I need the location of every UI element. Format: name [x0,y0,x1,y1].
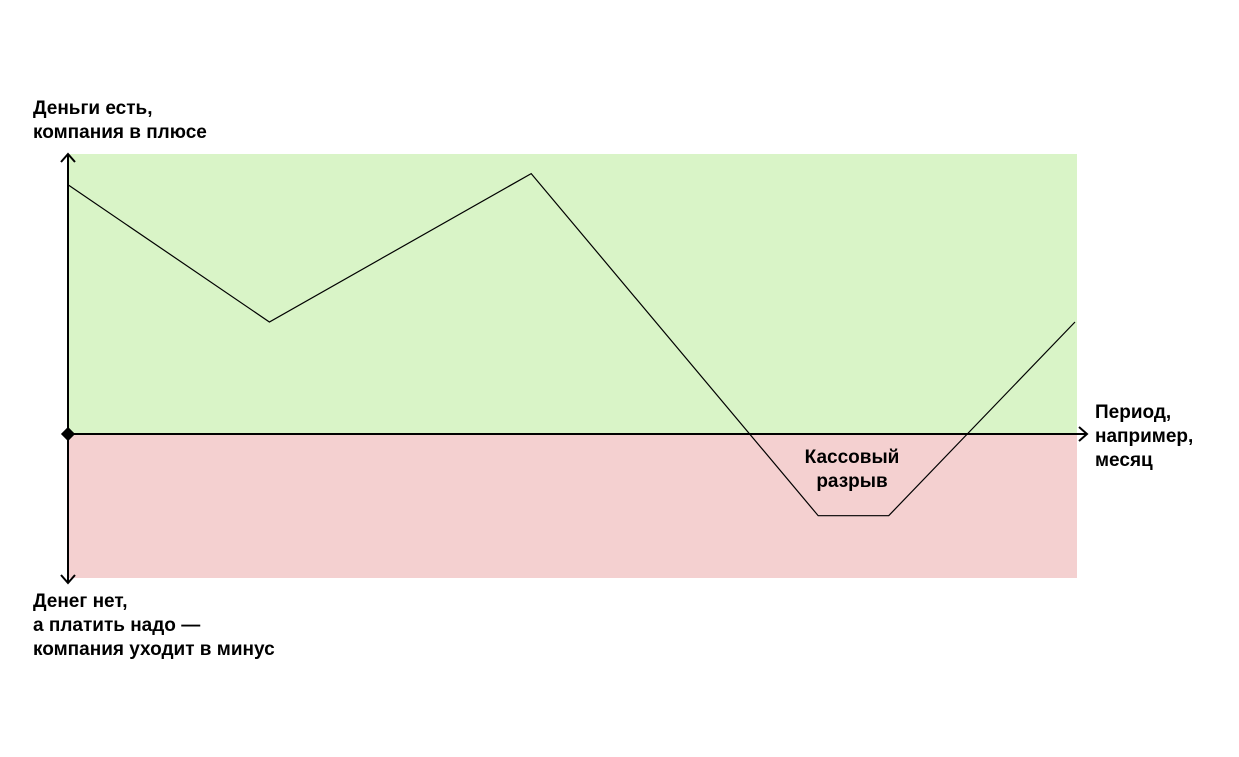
x-axis-line-3: месяц [1095,450,1153,471]
x-axis-label: Период, например, месяц [1095,401,1193,473]
cash-gap-line-2: разрыв [816,471,888,492]
y-axis-arrowhead-up [60,152,76,163]
negative-zone [68,434,1077,578]
cash-gap-line-1: Кассовый [804,447,900,468]
y-negative-line-2: а платить надо — [33,615,201,636]
x-axis-line-2: например, [1095,426,1194,447]
y-positive-label: Деньги есть, компания в плюсе [33,97,207,145]
y-positive-line-2: компания в плюсе [33,122,207,143]
y-axis-arrowhead-down [60,574,76,585]
cash-flow-line [67,172,1076,517]
x-axis-arrowhead [1078,426,1089,442]
origin-marker [60,426,76,442]
y-negative-line-3: компания уходит в минус [33,639,275,660]
positive-zone [68,154,1077,434]
cash-gap-label: Кассовый разрыв [791,446,913,494]
y-positive-line-1: Деньги есть, [33,98,153,119]
y-negative-line-1: Денег нет, [33,591,128,612]
y-negative-label: Денег нет, а платить надо — компания ухо… [33,590,275,662]
x-axis-line-1: Период, [1095,402,1172,423]
